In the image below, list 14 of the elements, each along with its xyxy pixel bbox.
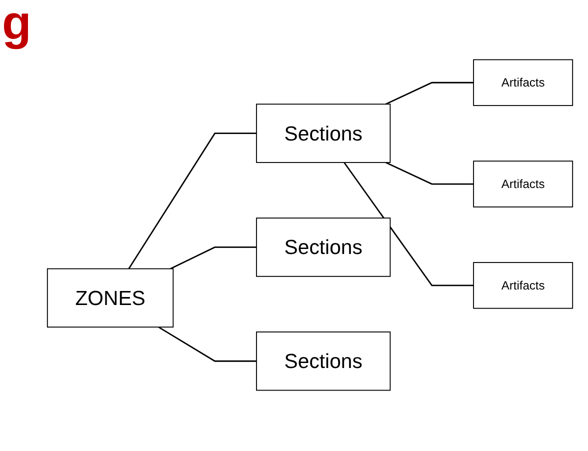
node-box: Sections: [256, 218, 391, 277]
node-box: Artifacts: [473, 262, 574, 309]
node-box: Sections: [256, 104, 391, 163]
connector: [385, 82, 474, 105]
connector: [386, 162, 474, 185]
connector: [158, 326, 256, 362]
node-box: Sections: [256, 331, 391, 391]
connector: [344, 162, 474, 286]
node-box: Artifacts: [473, 160, 574, 208]
node-box: Artifacts: [473, 59, 574, 106]
connector: [128, 132, 256, 270]
heading-fragment: g: [2, 0, 32, 48]
node-box: ZONES: [46, 268, 174, 328]
connector: [170, 246, 256, 270]
